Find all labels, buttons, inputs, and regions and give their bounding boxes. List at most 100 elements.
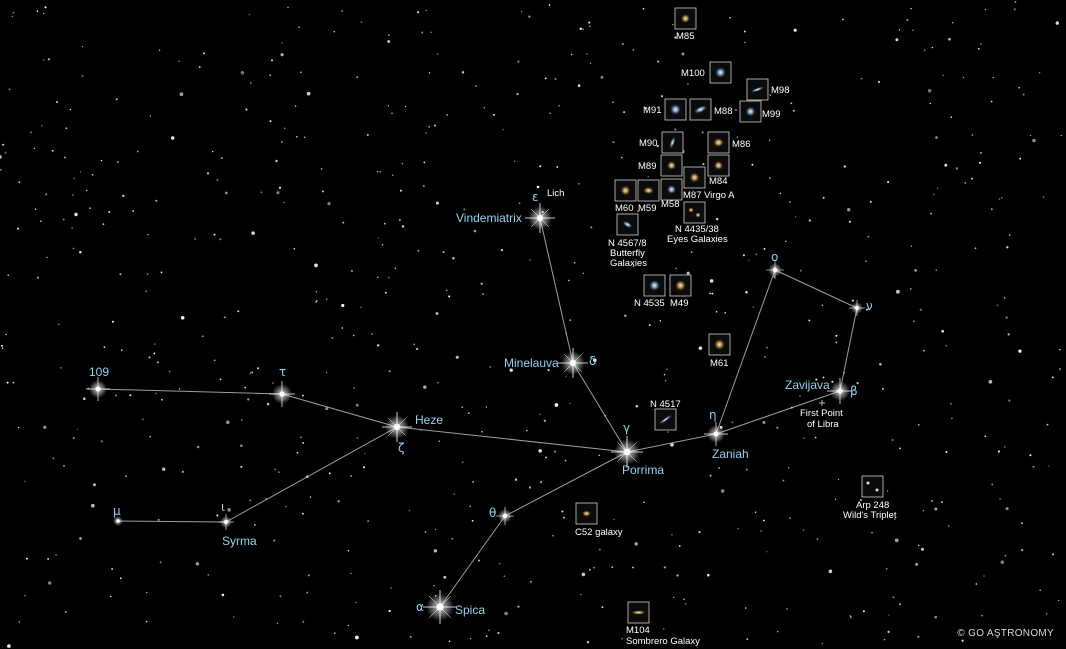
field-star [1005, 507, 1009, 511]
field-star [711, 292, 714, 295]
field-star [478, 559, 480, 562]
field-star [582, 28, 584, 30]
field-star [920, 547, 925, 551]
field-star [433, 549, 438, 553]
field-star [659, 320, 662, 322]
field-star [271, 59, 273, 62]
field-star [684, 602, 687, 605]
field-star [48, 581, 52, 585]
field-star [448, 640, 451, 643]
field-star [814, 436, 817, 439]
field-star [779, 192, 782, 195]
field-star [675, 267, 678, 270]
field-star [325, 371, 328, 374]
field-star [136, 150, 139, 153]
field-star [502, 128, 504, 131]
field-star [552, 535, 554, 537]
field-star [11, 15, 14, 18]
star-lich [536, 185, 540, 189]
field-star [129, 394, 132, 397]
field-star [132, 210, 135, 212]
field-star [91, 173, 94, 176]
field-star [657, 60, 660, 63]
field-star [100, 440, 103, 443]
field-star [250, 82, 252, 84]
field-star [55, 554, 57, 556]
field-star [497, 631, 500, 635]
field-star [1022, 93, 1025, 96]
field-star [539, 165, 542, 168]
label-m88: M88 [714, 106, 732, 117]
field-star [453, 493, 455, 495]
field-star [910, 7, 912, 10]
field-star [520, 10, 523, 13]
label-heze-greek: ζ [398, 441, 405, 455]
field-star [451, 537, 454, 540]
field-star [71, 227, 73, 229]
field-star [417, 414, 419, 417]
field-star [8, 88, 11, 91]
field-star [569, 319, 572, 321]
field-star [321, 190, 325, 193]
field-star [598, 548, 601, 551]
field-star [686, 271, 690, 275]
field-star [293, 248, 296, 250]
field-star [849, 615, 851, 617]
field-star [1013, 8, 1016, 11]
field-star [762, 420, 766, 424]
field-star [371, 333, 373, 335]
field-star [670, 442, 674, 447]
field-star [664, 380, 667, 382]
field-star [404, 105, 407, 108]
star-syrma [218, 514, 234, 530]
field-star [307, 574, 310, 577]
field-star [539, 413, 541, 416]
field-star [1021, 522, 1023, 525]
field-star [379, 170, 382, 173]
field-star [356, 76, 359, 79]
field-star [514, 478, 518, 481]
field-star [715, 310, 718, 313]
field-star [1052, 553, 1055, 556]
object-n4517: N 4517 [650, 399, 681, 431]
field-star [941, 329, 945, 333]
field-star [808, 319, 811, 322]
field-star [764, 356, 766, 358]
field-star [744, 607, 747, 609]
field-star [302, 441, 305, 444]
field-star [834, 498, 837, 500]
label-lich: Lich [547, 188, 564, 199]
field-star [381, 244, 384, 246]
star-nu [849, 300, 865, 316]
field-star [590, 226, 593, 229]
field-star [977, 47, 980, 50]
field-star [417, 249, 420, 252]
field-star [179, 92, 184, 97]
field-star [910, 245, 913, 247]
field-star [799, 395, 801, 397]
field-star [279, 595, 282, 598]
field-star [871, 531, 873, 534]
star-theta [496, 507, 514, 525]
field-star [1029, 134, 1032, 137]
field-star [1014, 0, 1017, 3]
field-star [306, 591, 309, 594]
field-star [81, 45, 84, 48]
star-109 [86, 377, 110, 401]
field-star [768, 139, 771, 141]
field-star [272, 382, 274, 384]
field-star [221, 593, 225, 597]
field-star [589, 25, 591, 28]
field-star [988, 379, 993, 384]
field-star [483, 107, 486, 109]
field-star [1006, 246, 1009, 249]
field-star [835, 334, 838, 337]
field-star [769, 177, 771, 179]
label-nu-greek: ν [866, 299, 873, 313]
label-syrma-greek: ι [221, 500, 225, 514]
field-star [300, 71, 302, 73]
object-arp248: Arp 248 Wild's Triplet [843, 475, 897, 521]
field-star [842, 18, 844, 21]
field-star [149, 115, 151, 117]
field-star [81, 75, 84, 77]
